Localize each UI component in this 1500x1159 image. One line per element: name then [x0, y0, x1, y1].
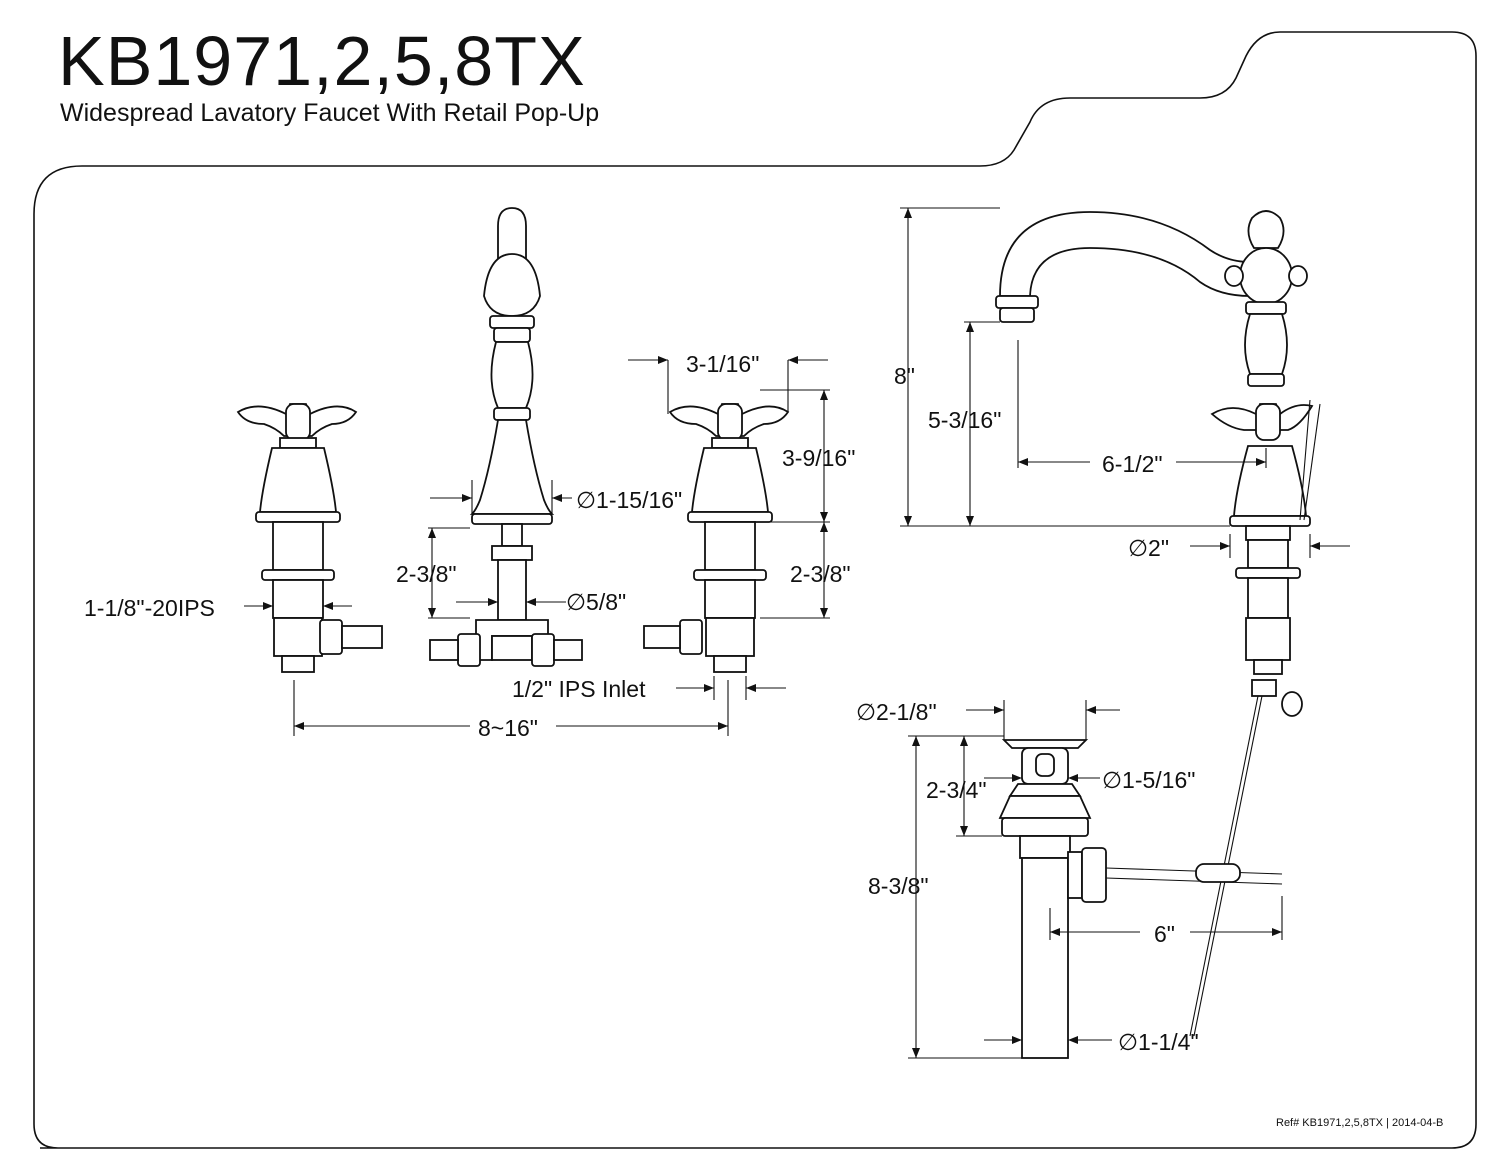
dim-spout-shank-dia: ∅5/8": [566, 589, 626, 615]
dim-overall-height: 8": [894, 363, 915, 389]
faucet-side-view: [995, 210, 1321, 1037]
dim-inlet: 1/2" IPS Inlet: [512, 676, 646, 702]
spout-front-view: [429, 207, 583, 667]
dim-drain-total-height: 8-3/8": [868, 873, 929, 899]
pop-up-drain: [998, 739, 1283, 1059]
dim-tailpiece-dia: ∅1-1/4": [1118, 1029, 1199, 1055]
dim-handle-width: 3-1/16": [686, 351, 759, 377]
dimension-lines: [244, 207, 1350, 1059]
dim-spout-reach: 6-1/2": [1102, 451, 1163, 477]
dim-drain-body-height: 2-3/4": [926, 777, 987, 803]
reference-number: Ref# KB1971,2,5,8TX | 2014-04-B: [1276, 1117, 1443, 1129]
right-handle-valve: [643, 403, 790, 673]
left-handle-valve: [236, 403, 383, 673]
dim-drain-stopper-dia: ∅1-5/16": [1102, 767, 1195, 793]
drawing-frame: [33, 31, 1477, 1149]
dim-handle-shank-height: 2-3/8": [790, 561, 851, 587]
dim-spout-shank-height: 2-3/8": [396, 561, 457, 587]
dim-handle-height: 3-9/16": [782, 445, 855, 471]
dim-spout-base-dia: ∅1-15/16": [576, 487, 682, 513]
model-title: KB1971,2,5,8TX: [58, 22, 586, 100]
product-subtitle: Widespread Lavatory Faucet With Retail P…: [60, 99, 600, 127]
dim-spread: 8~16": [478, 715, 538, 741]
dim-drain-pivot-length: 6": [1154, 921, 1175, 947]
dim-drain-flange-dia: ∅2-1/8": [856, 699, 937, 725]
dim-faucet-base-dia: ∅2": [1128, 535, 1169, 561]
dim-spout-clearance: 5-3/16": [928, 407, 1001, 433]
dim-handle-thread: 1-1/8"-20IPS: [84, 595, 215, 621]
